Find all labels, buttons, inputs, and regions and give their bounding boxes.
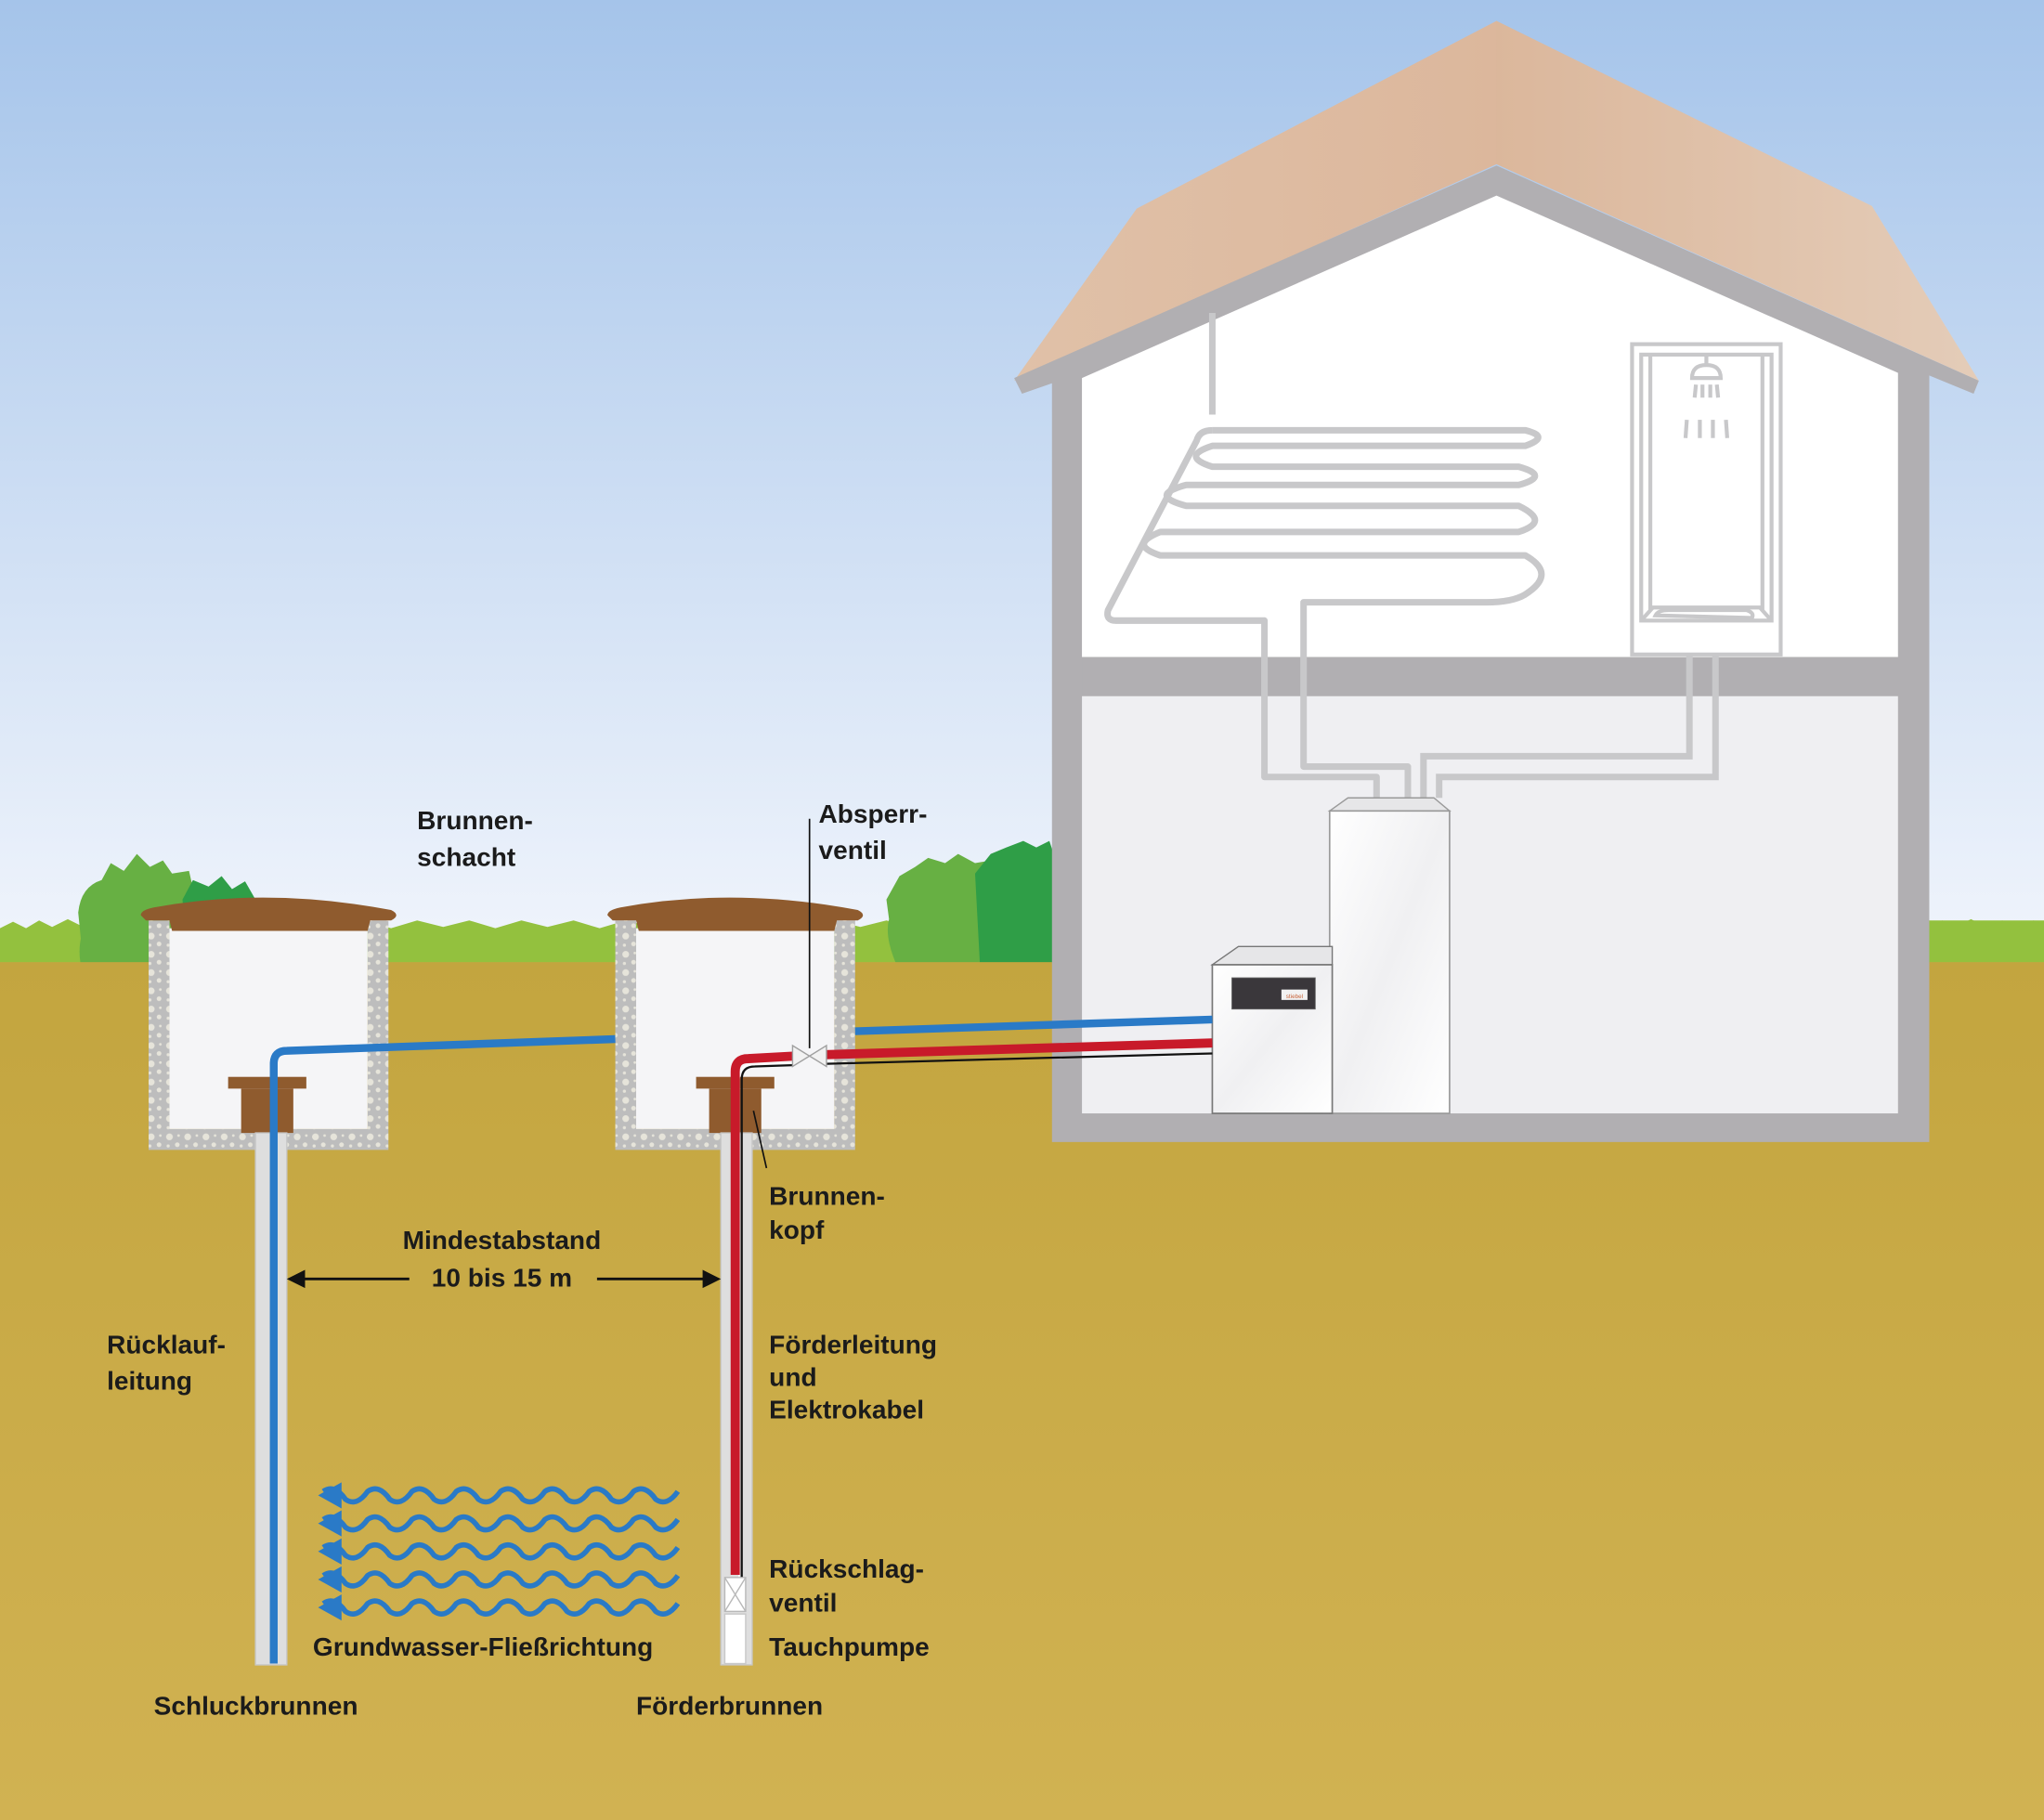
label-grundwasser: Grundwasser-Fließrichtung — [313, 1632, 653, 1661]
roof-right-face — [1496, 20, 1979, 381]
shower-head-icon — [1683, 354, 1730, 438]
groundwater-flow-arrows — [318, 1482, 681, 1621]
leader-line-brunnenkopf — [752, 1111, 768, 1169]
shaft-lid — [140, 897, 397, 931]
upper-floor-room — [1082, 195, 1898, 657]
arrow-left-icon — [318, 1510, 342, 1537]
return-pipe — [269, 1034, 616, 1664]
label-foerderbrunnen: Förderbrunnen — [636, 1691, 823, 1720]
label-absperrventil: Absperr-ventil — [819, 800, 928, 864]
distance-arrow — [286, 1269, 722, 1289]
bush-right — [886, 840, 1056, 971]
return-well-shaft — [140, 897, 397, 1150]
label-brunnenschacht: Brunnen-schacht — [417, 806, 533, 871]
floor-slab — [1082, 656, 1898, 696]
underfloor-heating-coil — [1104, 312, 1545, 799]
label-rueckschlagventil: Rückschlag-ventil — [769, 1554, 924, 1618]
submersible-pump — [723, 1613, 747, 1665]
grass-strip-right — [1929, 918, 2044, 965]
shaft-lid — [607, 897, 864, 931]
label-ruecklaufleitung: Rücklauf-leitung — [107, 1330, 226, 1395]
brand-badge — [1281, 989, 1308, 1000]
return-pipe-to-house — [854, 1015, 1213, 1035]
valve-icon — [791, 1044, 827, 1068]
flow-wave — [321, 1598, 681, 1617]
wellhead — [228, 1076, 306, 1134]
supply-pipe — [730, 1038, 1213, 1576]
check-valve-icon — [723, 1577, 747, 1613]
arrow-left-icon — [318, 1538, 342, 1565]
brand-badge-text: stiebel — [1286, 994, 1303, 1000]
arrow-left-icon — [318, 1566, 342, 1592]
storage-tank — [1327, 797, 1452, 1114]
arrow-left-icon — [318, 1482, 342, 1509]
heat-pump-unit: stiebel — [1210, 945, 1334, 1114]
shower-cabin — [1630, 342, 1783, 656]
house: stiebel — [1014, 20, 1979, 1142]
hot-water-pipes — [1420, 654, 1719, 799]
label-tauchpumpe: Tauchpumpe — [769, 1632, 930, 1661]
flow-wave — [321, 1541, 681, 1561]
roof — [1014, 20, 1979, 381]
label-schluckbrunnen: Schluckbrunnen — [154, 1691, 358, 1720]
arrow-left-icon — [318, 1594, 342, 1621]
label-brunnenkopf: Brunnen-kopf — [769, 1181, 885, 1244]
electric-cable — [740, 1052, 1213, 1580]
flow-wave — [321, 1486, 681, 1505]
flow-wave — [321, 1514, 681, 1533]
flow-wave — [321, 1570, 681, 1589]
